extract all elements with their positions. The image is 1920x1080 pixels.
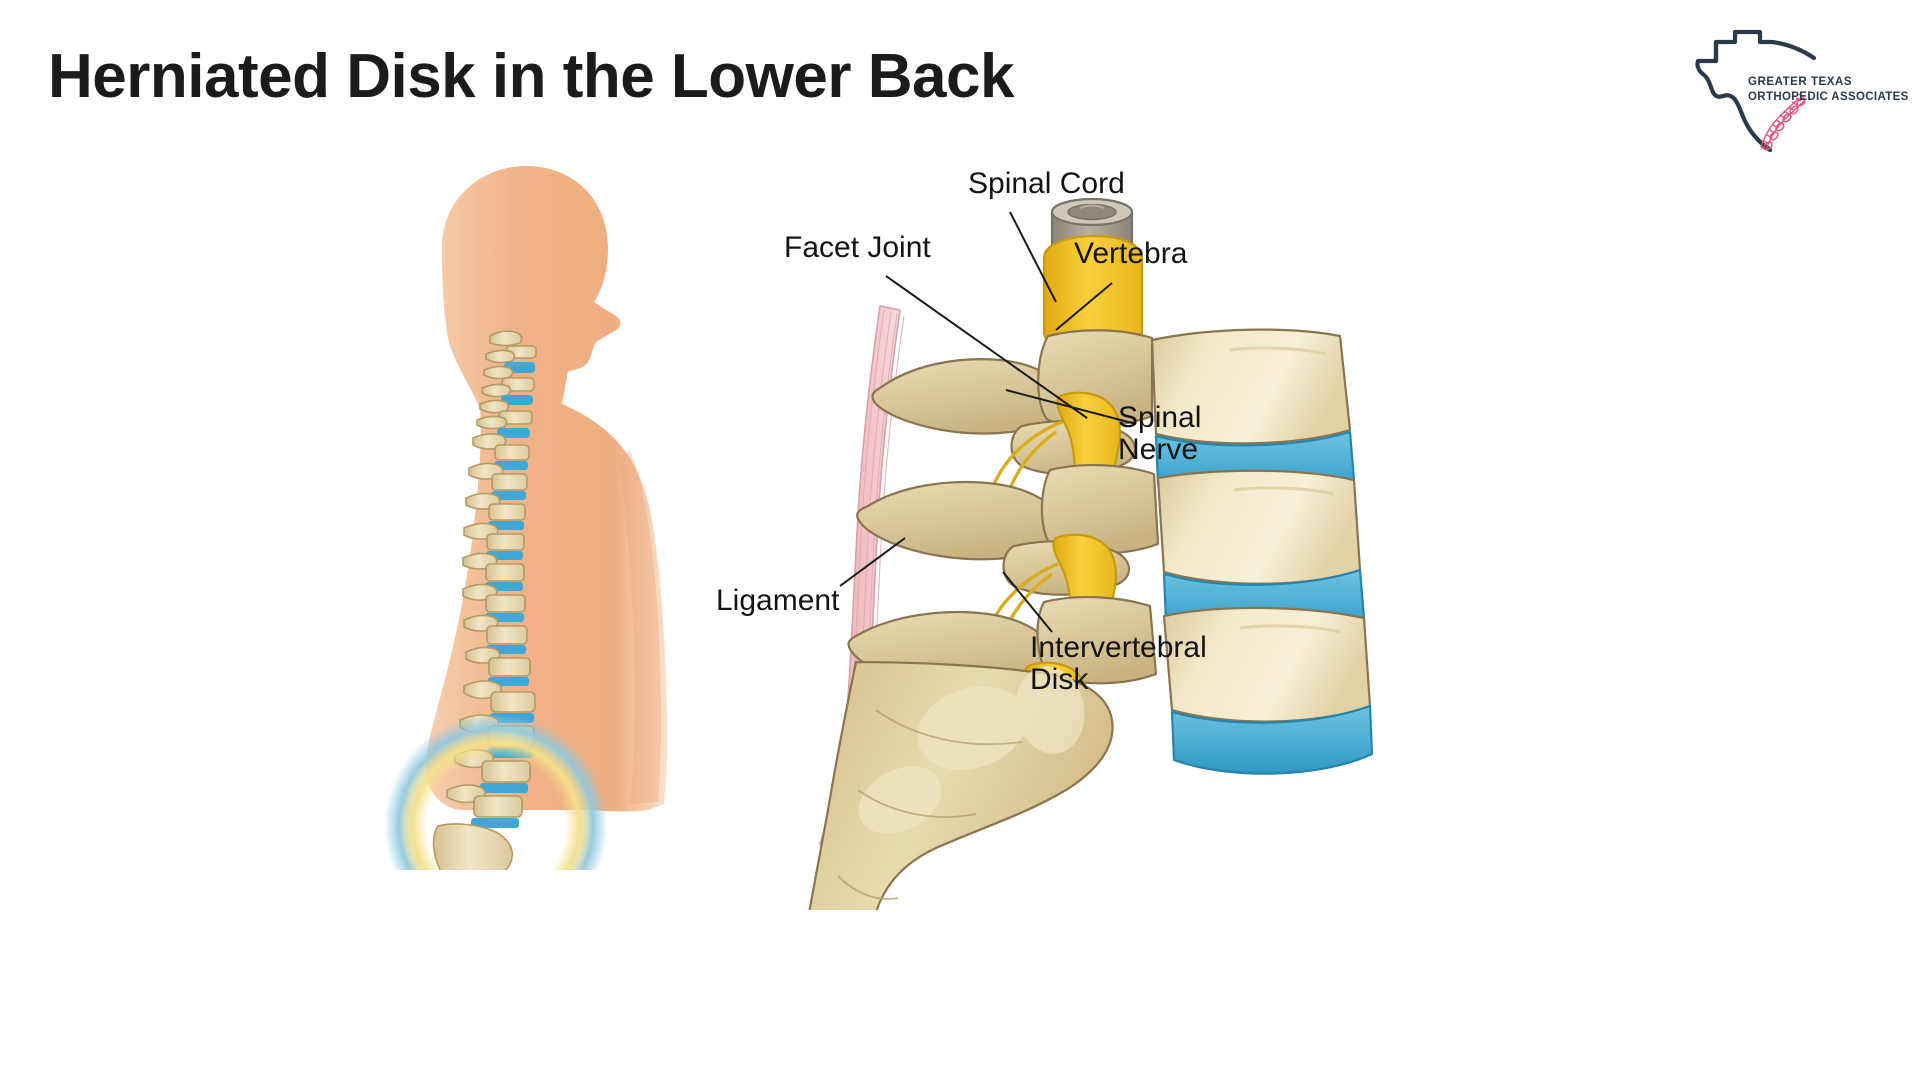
page-title: Herniated Disk in the Lower Back bbox=[48, 42, 1014, 111]
v1-body-texture bbox=[1229, 346, 1327, 356]
v1-body bbox=[1150, 328, 1352, 445]
sacrum-contours bbox=[837, 709, 1023, 900]
callout-spinal-nerve: Spinal Nerve bbox=[1118, 401, 1202, 467]
v3-pedicle bbox=[1036, 596, 1158, 685]
callout-facet-joint: Facet Joint bbox=[784, 231, 931, 264]
logo-line-1: GREATER TEXAS bbox=[1748, 76, 1853, 88]
disk-3 bbox=[1170, 704, 1374, 775]
sacrum-coccyx bbox=[808, 660, 1114, 910]
callout-spinal-cord: Spinal Cord bbox=[968, 167, 1125, 200]
callout-vertebra: Vertebra bbox=[1074, 237, 1188, 270]
lumbar-highlight-circle bbox=[384, 714, 608, 870]
texas-outline-icon bbox=[1695, 29, 1817, 153]
callout-intervertebral-disk: Intervertebral Disk bbox=[1030, 631, 1207, 697]
human-body-profile-figure bbox=[330, 150, 750, 870]
callout-ligament: Ligament bbox=[716, 584, 840, 617]
sacrum-highlights bbox=[858, 666, 1085, 834]
spine-accent-icon bbox=[1760, 93, 1806, 151]
logo[interactable]: GREATER TEXAS ORTHOPEDIC ASSOCIATES bbox=[1690, 28, 1908, 158]
torso-shading bbox=[618, 450, 661, 804]
logo-line-2: ORTHOPEDIC ASSOCIATES bbox=[1748, 91, 1909, 103]
